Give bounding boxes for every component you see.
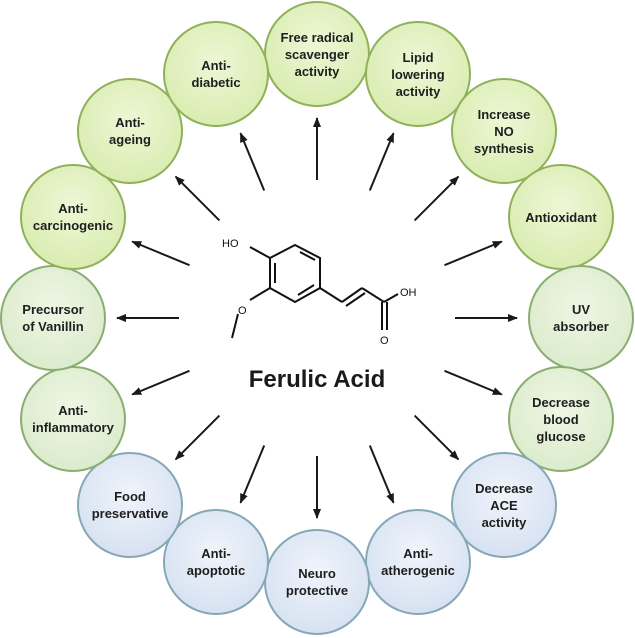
activity-node: Anti- carcinogenic bbox=[20, 164, 126, 270]
ferulic-acid-structure: HO O OH O bbox=[222, 238, 417, 347]
activity-node: UV absorber bbox=[528, 265, 634, 371]
activity-node: Neuro protective bbox=[264, 529, 370, 635]
activity-node: Anti- diabetic bbox=[163, 21, 269, 127]
activity-node: Anti- ageing bbox=[77, 78, 183, 184]
arrow bbox=[174, 414, 221, 461]
arrow bbox=[131, 240, 190, 267]
arrow bbox=[239, 445, 266, 504]
arrow bbox=[444, 240, 503, 267]
hydroxyl-label: HO bbox=[222, 238, 239, 250]
center-title: Ferulic Acid bbox=[248, 366, 386, 393]
arrow bbox=[413, 175, 460, 222]
arrow bbox=[368, 132, 395, 191]
arrow bbox=[368, 445, 395, 504]
arrow bbox=[413, 414, 460, 461]
methoxy-oxygen-label: O bbox=[238, 305, 247, 317]
activity-node: Anti- apoptotic bbox=[163, 509, 269, 615]
activity-node: Increase NO synthesis bbox=[451, 78, 557, 184]
activity-node: Decrease blood glucose bbox=[508, 366, 614, 472]
arrow bbox=[444, 369, 503, 396]
arrow bbox=[131, 369, 190, 396]
carboxyl-oh-label: OH bbox=[400, 287, 417, 299]
activity-node: Free radical scavenger activity bbox=[264, 1, 370, 107]
activity-node: Anti- atherogenic bbox=[365, 509, 471, 615]
activity-node: Lipid lowering activity bbox=[365, 21, 471, 127]
activity-node: Antioxidant bbox=[508, 164, 614, 270]
activity-node: Decrease ACE activity bbox=[451, 452, 557, 558]
activity-node: Precursor of Vanillin bbox=[0, 265, 106, 371]
activity-node: Food preservative bbox=[77, 452, 183, 558]
arrow bbox=[174, 175, 221, 222]
activity-node: Anti- inflammatory bbox=[20, 366, 126, 472]
carbonyl-oxygen-label: O bbox=[380, 335, 389, 347]
arrow bbox=[239, 132, 266, 191]
